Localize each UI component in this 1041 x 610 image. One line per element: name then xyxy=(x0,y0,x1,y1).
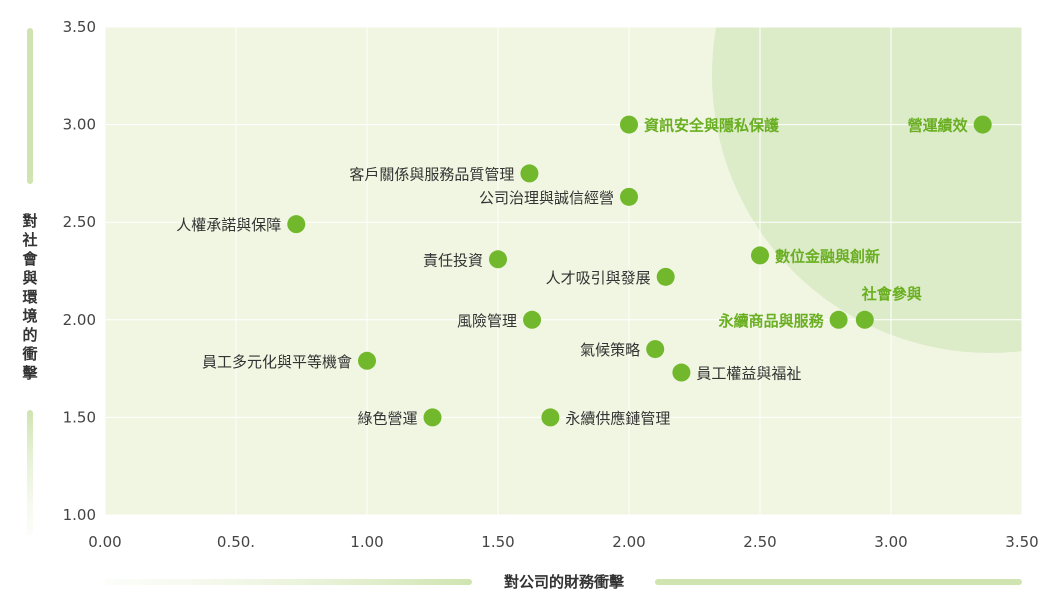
data-point xyxy=(541,408,560,427)
data-point-label: 責任投資 xyxy=(423,251,483,269)
x-tick-label: 0.00 xyxy=(88,533,121,551)
x-tick-label: 1.00 xyxy=(350,533,383,551)
data-point xyxy=(620,187,638,206)
data-point-label: 員工權益與福祉 xyxy=(696,365,801,383)
data-point-label: 永續供應鏈管理 xyxy=(565,409,670,427)
data-point-label: 人才吸引與發展 xyxy=(546,269,651,287)
data-point xyxy=(520,164,539,183)
data-point xyxy=(489,250,507,269)
x-tick-label: 0.50. xyxy=(217,533,255,551)
data-point-label: 資訊安全與隱私保護 xyxy=(644,117,780,135)
data-point xyxy=(973,115,992,134)
data-point-label: 客戶關係與服務品質管理 xyxy=(349,165,514,183)
x-tick-label: 3.50 xyxy=(1005,533,1038,551)
y-axis-title-char: 對 xyxy=(22,212,37,230)
data-point xyxy=(751,246,769,265)
data-point-label: 風險管理 xyxy=(457,312,517,330)
y-title-bar-top xyxy=(27,28,33,184)
data-point-label: 永續商品與服務 xyxy=(718,312,825,330)
data-point xyxy=(855,310,874,329)
data-point xyxy=(423,408,442,427)
data-point-label: 公司治理與誠信經營 xyxy=(479,189,614,207)
y-tick-label: 2.00 xyxy=(63,311,96,329)
y-axis-ticks: 1.00 1.50 2.00 2.50 3.00 3.50 xyxy=(63,18,96,524)
x-tick-label: 3.00 xyxy=(874,533,907,551)
y-axis-title-char: 擊 xyxy=(22,364,38,382)
grid-lines xyxy=(104,26,1023,516)
data-point xyxy=(523,310,542,329)
y-axis-title-char: 會 xyxy=(22,250,38,268)
x-title-bar-left xyxy=(105,579,472,585)
y-axis-title-char: 與 xyxy=(22,269,37,287)
highlight-region xyxy=(712,27,1022,353)
y-axis-title-char: 境 xyxy=(22,307,37,325)
y-tick-label: 1.50 xyxy=(63,408,96,426)
x-tick-label: 2.00 xyxy=(612,533,645,551)
data-point xyxy=(358,351,376,370)
highlight-circle xyxy=(712,27,1022,353)
data-point xyxy=(646,340,665,359)
x-axis-title: 對公司的財務衝擊 xyxy=(504,573,625,591)
data-point-label: 人權承諾與保障 xyxy=(176,216,281,234)
data-point-label: 營運績效 xyxy=(908,117,969,135)
y-axis-title-char: 衝 xyxy=(21,345,37,363)
data-point-label: 員工多元化與平等機會 xyxy=(202,353,352,371)
x-tick-label: 2.50 xyxy=(743,533,776,551)
y-tick-label: 3.00 xyxy=(63,116,96,134)
y-tick-label: 1.00 xyxy=(63,506,96,524)
data-point-label: 綠色營運 xyxy=(357,409,417,427)
y-tick-label: 3.50 xyxy=(63,18,96,36)
y-tick-label: 2.50 xyxy=(63,213,96,231)
y-axis-title-char: 的 xyxy=(22,326,37,344)
y-axis-title-char: 社 xyxy=(21,231,37,249)
x-title-bar-right xyxy=(655,579,1022,585)
data-point xyxy=(620,115,638,134)
y-axis-title-char: 環 xyxy=(22,288,38,306)
data-point-label: 氣候策略 xyxy=(580,341,640,359)
data-point xyxy=(829,310,848,329)
x-axis-ticks: 0.00 0.50. 1.00 1.50 2.00 2.50 3.00 3.50 xyxy=(88,533,1038,551)
data-point-label: 數位金融與創新 xyxy=(775,247,880,265)
x-tick-label: 1.50 xyxy=(481,533,514,551)
y-title-bar-bottom xyxy=(27,410,33,535)
data-point xyxy=(656,267,675,286)
data-point xyxy=(672,363,691,382)
data-points: 營運績效 資訊安全與隱私保護客戶關係與服務品質管理公司治理與誠信經營人權承諾與保障… xyxy=(176,115,992,427)
data-point-label: 社會參與 xyxy=(861,285,922,303)
data-point xyxy=(287,215,306,234)
